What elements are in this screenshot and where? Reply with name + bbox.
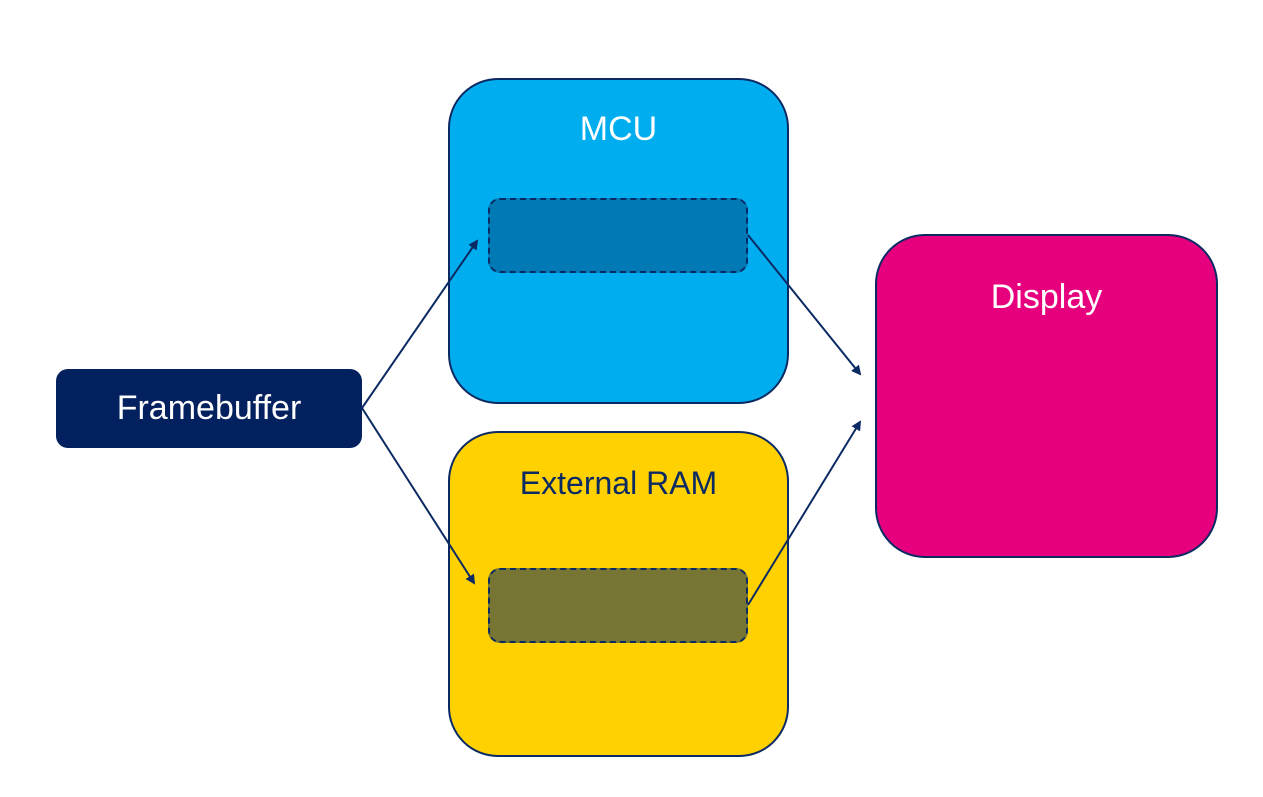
framebuffer-label: Framebuffer bbox=[116, 389, 302, 427]
mcu-label: MCU bbox=[579, 110, 658, 148]
display-label: Display bbox=[990, 278, 1103, 316]
display-block: Display bbox=[875, 234, 1218, 558]
framebuffer-block: Framebuffer bbox=[56, 369, 362, 448]
external-ram-label: External RAM bbox=[519, 465, 718, 501]
external-ram-framebuffer-region bbox=[488, 568, 748, 643]
mcu-framebuffer-region bbox=[488, 198, 748, 273]
